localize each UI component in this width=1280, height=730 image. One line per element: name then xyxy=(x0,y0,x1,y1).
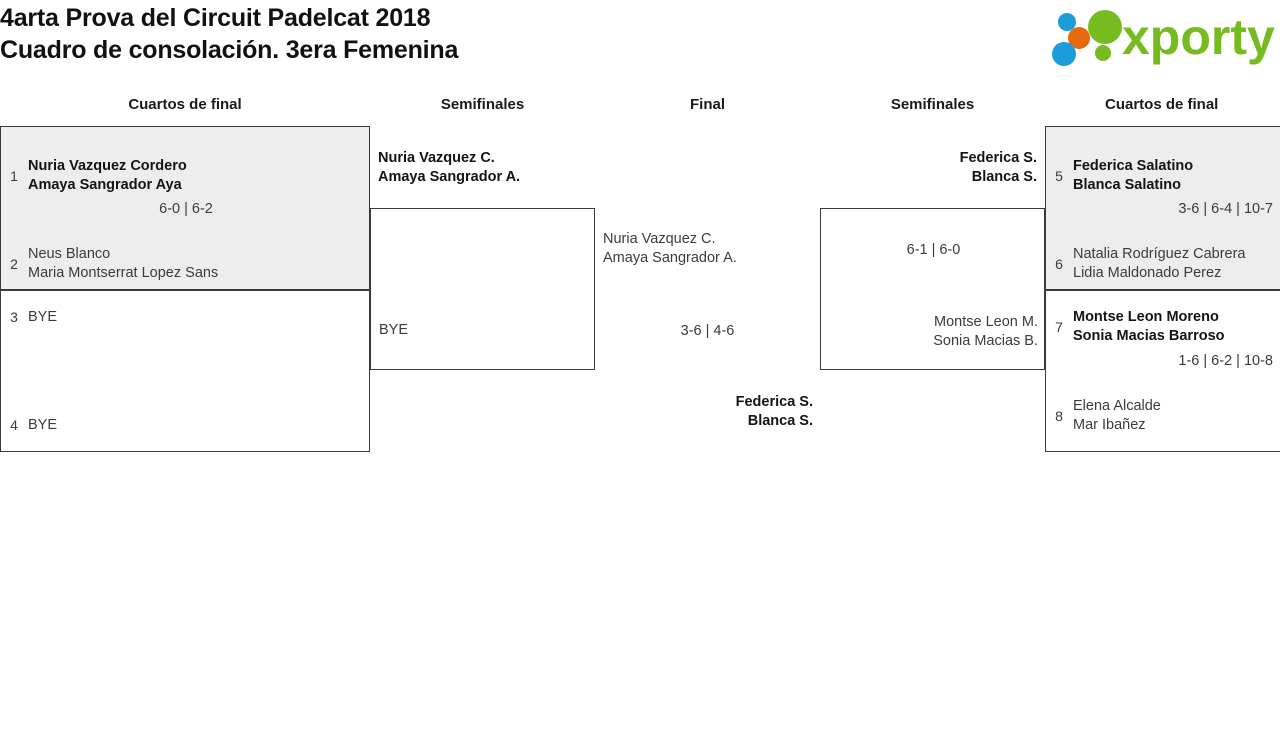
player-name-2: Amaya Sangrador A. xyxy=(378,169,521,185)
team-row-final-top[interactable]: Nuria Vazquez C. Amaya Sangrador A. xyxy=(603,230,737,268)
seed-number: 6 xyxy=(1055,255,1063,272)
match-box-sf-right[interactable]: 6-1 | 6-0 Montse Leon M. Sonia Macias B. xyxy=(820,208,1045,370)
team-names: Montse Leon M. Sonia Macias B. xyxy=(933,313,1038,351)
player-name-2: Amaya Sangrador Aya xyxy=(28,177,182,193)
player-name-2: Lidia Maldonado Perez xyxy=(1073,265,1222,281)
team-row[interactable]: 6 Natalia Rodríguez Cabrera Lidia Maldon… xyxy=(1054,245,1245,283)
player-name-2: Amaya Sangrador A. xyxy=(603,250,737,266)
player-name-1: Federica Salatino xyxy=(1073,158,1194,174)
team-row[interactable]: 3 BYE xyxy=(9,308,57,327)
player-name-1: BYE xyxy=(379,322,409,338)
team-row[interactable]: 1 Nuria Vazquez Cordero Amaya Sangrador … xyxy=(9,157,187,195)
round-header-sf-left: Semifinales xyxy=(440,96,525,113)
logo-dot-green-big xyxy=(1088,10,1122,44)
seed-number: 1 xyxy=(10,167,18,184)
xporty-logo[interactable]: xporty xyxy=(1050,4,1278,68)
logo-dot-green-small xyxy=(1095,45,1111,61)
team-names: Elena Alcalde Mar Ibañez xyxy=(1073,397,1161,435)
team-row[interactable]: Montse Leon M. Sonia Macias B. xyxy=(821,313,1038,351)
round-header-sf-right: Semifinales xyxy=(890,96,975,113)
player-name-2: Maria Montserrat Lopez Sans xyxy=(28,265,219,281)
player-name-2: Blanca Salatino xyxy=(1073,177,1181,193)
player-name-1: Nuria Vazquez Cordero xyxy=(28,158,187,174)
page-title: 4arta Prova del Circuit Padelcat 2018 Cu… xyxy=(0,2,458,66)
team-row[interactable]: BYE xyxy=(379,321,408,340)
match-score: 3-6 | 6-4 | 10-7 xyxy=(1178,201,1273,217)
seed-number: 8 xyxy=(1055,407,1063,424)
seed-number: 2 xyxy=(10,255,18,272)
player-name-1: Neus Blanco xyxy=(28,246,111,262)
round-header-qf-left: Cuartos de final xyxy=(128,96,242,113)
player-name-1: Federica S. xyxy=(959,150,1037,166)
player-name-1: Montse Leon M. xyxy=(934,314,1038,330)
player-name-1: Nuria Vazquez C. xyxy=(603,231,716,247)
team-names: Nuria Vazquez C. Amaya Sangrador A. xyxy=(378,149,520,187)
team-names: Neus Blanco Maria Montserrat Lopez Sans xyxy=(28,245,218,283)
player-name-2: Blanca S. xyxy=(971,169,1037,185)
team-names: Nuria Vazquez Cordero Amaya Sangrador Ay… xyxy=(28,157,187,195)
player-name-2: Blanca S. xyxy=(747,413,813,429)
seed-number: 5 xyxy=(1055,167,1063,184)
player-name-2: Sonia Macias B. xyxy=(933,333,1038,349)
team-names: BYE xyxy=(28,416,57,435)
round-header-final: Final xyxy=(689,96,725,113)
player-name-2: Mar Ibañez xyxy=(1073,417,1146,433)
match-box-qf3[interactable]: 5 Federica Salatino Blanca Salatino 3-6 … xyxy=(1045,126,1280,290)
match-score: 6-1 | 6-0 xyxy=(906,242,961,258)
team-row-final-bottom[interactable]: Federica S. Blanca S. xyxy=(595,393,813,431)
player-name-1: Montse Leon Moreno xyxy=(1073,309,1219,325)
team-names: BYE xyxy=(28,308,57,327)
team-names: BYE xyxy=(379,321,408,340)
team-names: Montse Leon Moreno Sonia Macias Barroso xyxy=(1073,308,1225,346)
seed-number: 3 xyxy=(10,309,18,325)
team-names: Federica S. Blanca S. xyxy=(736,393,813,431)
match-score: 6-0 | 6-2 xyxy=(159,201,213,217)
team-row[interactable]: 8 Elena Alcalde Mar Ibañez xyxy=(1054,397,1161,435)
logo-wordmark: xporty xyxy=(1122,9,1275,65)
logo-dot-blue-top xyxy=(1058,13,1076,31)
title-line-1: 4arta Prova del Circuit Padelcat 2018 xyxy=(0,4,431,32)
match-box-qf1[interactable]: 1 Nuria Vazquez Cordero Amaya Sangrador … xyxy=(0,126,370,290)
team-names: Federica Salatino Blanca Salatino xyxy=(1073,157,1193,195)
player-name-1: BYE xyxy=(28,417,58,433)
round-header-qf-right: Cuartos de final xyxy=(1105,96,1219,113)
team-row[interactable]: 5 Federica Salatino Blanca Salatino xyxy=(1054,157,1193,195)
match-box-qf2[interactable]: 3 BYE 4 BYE xyxy=(0,290,370,452)
player-name-1: Federica S. xyxy=(735,394,813,410)
team-row[interactable]: 2 Neus Blanco Maria Montserrat Lopez San… xyxy=(9,245,218,283)
team-row-sf-right-top[interactable]: Federica S. Blanca S. xyxy=(820,149,1037,187)
team-row-sf-left-top[interactable]: Nuria Vazquez C. Amaya Sangrador A. xyxy=(378,149,520,187)
player-name-1: Elena Alcalde xyxy=(1073,398,1161,414)
team-names: Federica S. Blanca S. xyxy=(960,149,1037,187)
team-row[interactable]: 4 BYE xyxy=(9,416,57,435)
match-box-qf4[interactable]: 7 Montse Leon Moreno Sonia Macias Barros… xyxy=(1045,290,1280,452)
logo-dot-blue-bottom xyxy=(1052,42,1076,66)
match-score: 1-6 | 6-2 | 10-8 xyxy=(1178,353,1273,369)
logo-dot-orange xyxy=(1068,27,1090,49)
player-name-1: Nuria Vazquez C. xyxy=(378,150,495,166)
title-line-2: Cuadro de consolación. 3era Femenina xyxy=(0,36,459,64)
match-score-final: 3-6 | 4-6 xyxy=(680,323,735,339)
team-names: Nuria Vazquez C. Amaya Sangrador A. xyxy=(603,230,737,268)
player-name-1: Natalia Rodríguez Cabrera xyxy=(1073,246,1246,262)
seed-number: 4 xyxy=(10,417,18,433)
team-names: Natalia Rodríguez Cabrera Lidia Maldonad… xyxy=(1073,245,1245,283)
match-box-sf-left[interactable]: BYE xyxy=(370,208,595,370)
team-row[interactable]: 7 Montse Leon Moreno Sonia Macias Barros… xyxy=(1054,308,1225,346)
player-name-2: Sonia Macias Barroso xyxy=(1073,328,1225,344)
seed-number: 7 xyxy=(1055,318,1063,335)
player-name-1: BYE xyxy=(28,309,58,325)
